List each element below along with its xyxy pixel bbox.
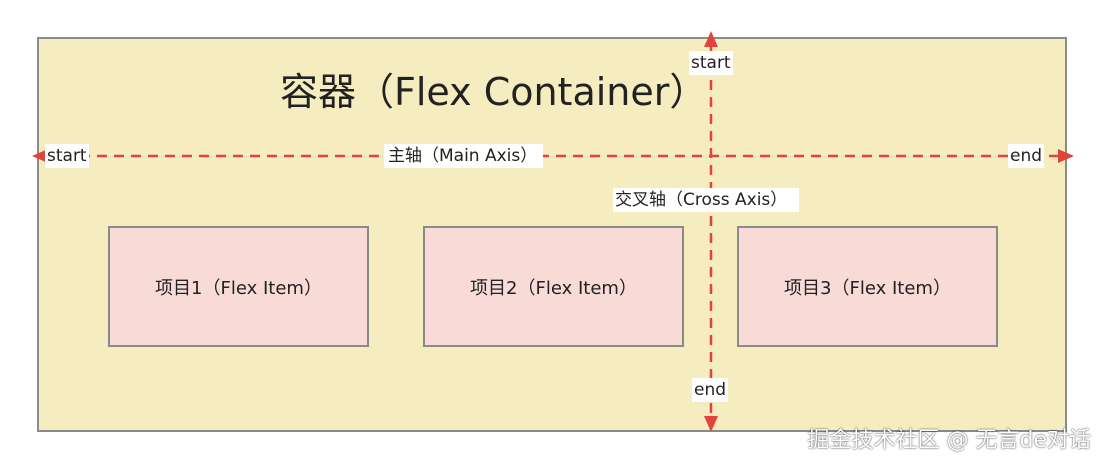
diagram-title: 容器（Flex Container）	[280, 70, 708, 114]
flex-item-1-label: 项目1（Flex Item）	[155, 277, 322, 299]
cross-axis-end-arrow-icon	[704, 416, 718, 432]
flex-item-3: 项目3（Flex Item）	[737, 226, 998, 347]
watermark: 掘金技术社区 @ 无言de对话	[807, 428, 1092, 453]
main-axis-end-arrow-icon	[1058, 149, 1074, 163]
main-axis-start-label: start	[45, 144, 89, 168]
cross-axis-label: 交叉轴（Cross Axis）	[613, 188, 800, 212]
flex-item-2: 项目2（Flex Item）	[423, 226, 684, 347]
cross-axis-end-label: end	[692, 378, 729, 402]
main-axis-label: 主轴（Main Axis）	[384, 144, 544, 168]
flex-item-3-label: 项目3（Flex Item）	[784, 277, 951, 299]
flex-item-1: 项目1（Flex Item）	[108, 226, 369, 347]
cross-axis-start-arrow-icon	[704, 31, 718, 47]
flex-item-2-label: 项目2（Flex Item）	[470, 277, 637, 299]
main-axis-end-label: end	[1008, 144, 1045, 168]
cross-axis-start-label: start	[689, 51, 733, 75]
main-axis-start-arrow-icon	[32, 149, 48, 163]
